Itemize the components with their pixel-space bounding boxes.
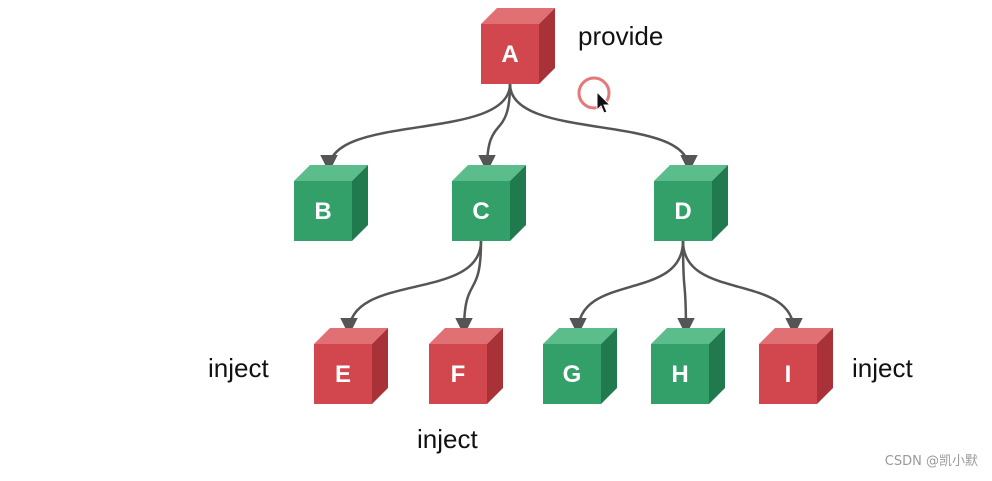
edge-d-i: [681, 240, 803, 336]
node-label-g: G: [563, 361, 582, 388]
node-i: I: [759, 328, 833, 404]
watermark: CSDN @凯小默: [884, 454, 978, 469]
edge-a-c: [478, 83, 512, 173]
edge-d-h: [677, 240, 695, 336]
inject-label-i: inject: [852, 353, 913, 383]
inject-label-e: inject: [208, 353, 269, 383]
node-label-c: C: [472, 198, 489, 225]
node-g: G: [543, 328, 617, 404]
node-label-h: H: [671, 361, 688, 388]
edges: [320, 83, 803, 336]
edge-a-b: [320, 83, 512, 173]
node-label-d: D: [674, 198, 691, 225]
node-d: D: [654, 165, 728, 241]
node-h: H: [651, 328, 725, 404]
node-label-i: I: [785, 361, 792, 388]
node-label-f: F: [451, 361, 466, 388]
nodes: A B C D E F G H I: [294, 8, 833, 404]
edge-d-g: [569, 240, 685, 336]
edge-c-f: [455, 240, 483, 336]
node-b: B: [294, 165, 368, 241]
edge-c-e: [340, 240, 483, 336]
node-label-b: B: [314, 198, 331, 225]
node-a: A: [481, 8, 555, 84]
node-label-a: A: [501, 41, 518, 68]
node-f: F: [429, 328, 503, 404]
cursor-icon: [577, 76, 612, 114]
node-c: C: [452, 165, 526, 241]
inject-label-f: inject: [417, 424, 478, 454]
node-e: E: [314, 328, 388, 404]
edge-a-d: [508, 83, 698, 173]
provide-label: provide: [578, 21, 664, 51]
node-label-e: E: [335, 361, 351, 388]
